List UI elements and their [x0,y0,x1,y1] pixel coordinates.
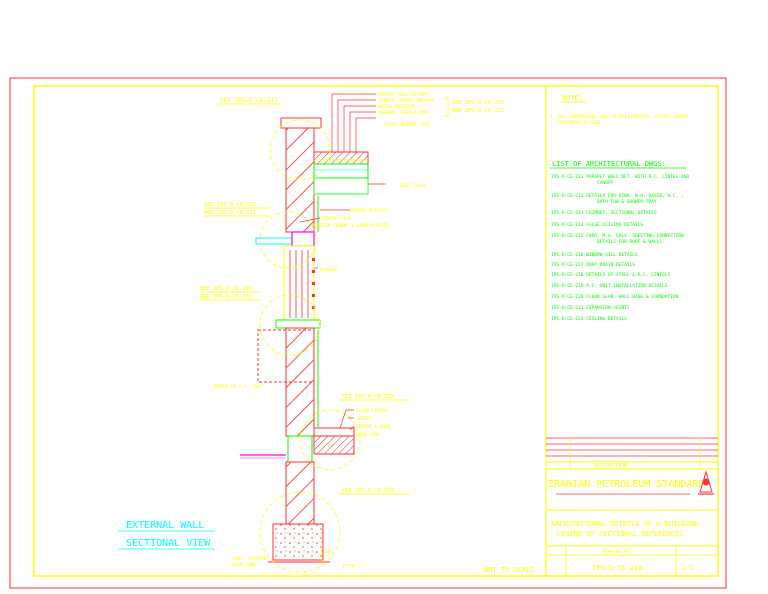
callout-floor-layer-2: SCREED [356,416,372,422]
callout-floor-layer-4: HARD CORE [356,432,380,438]
callout-lintel-ref-1: SEE IPS-D-CE-216 [204,202,256,208]
list-item: IPS-D-CE-221 EXPANSION JOINTS [551,305,630,311]
list-item: IPS-D-CE-212 DETAILS FOR SINK, W.H. BASI… [551,193,684,199]
callout-plaster-1: GYPSUM PLASTER [350,208,387,214]
window-canopy [255,237,297,245]
lintel [291,231,315,247]
callout-plaster-3: PLASTER CEMENT & SAND PLASTER [312,223,389,229]
callout-foundation-1: CONC. FOOTING [232,556,268,562]
callout-lintel-ref-2: AND IPS-D-CE-217 [204,210,256,216]
window-frame [283,245,315,323]
drawing-no-label: DRAWING NO. [602,549,632,555]
callout-floor-layer-1: FLOOR FINISH [356,408,388,414]
detail-circle-roof [269,119,331,181]
drawing-title-line-2: SECTIONAL VIEW [126,538,211,549]
floor-hardcore [313,435,355,455]
scale-note: NOT TO SCALE [484,566,535,574]
sheet-title-line-1: ARCHITECTURAL DETAILS OF A BUILDING [551,520,699,528]
drawing-title-line-1: EXTERNAL WALL [126,520,204,531]
callout-foundation-ref: SEE IPS-D-CE-220 [342,488,394,494]
callout-roof-slab: ROOF SLAB [400,183,425,189]
note-heading: NOTE: [562,94,583,102]
callout-ceiling: DEPTH OF A.C. DUCT [214,384,264,390]
callout-foundation-2: LEAN CONC. [232,562,260,568]
callout-roof-ref-1: SEE IPS-D-CE-210 [452,100,504,106]
detail-circle-sill [259,294,321,356]
outer-sheet-border [9,77,727,589]
list-item: IPS-D-CE-216 WINDOW SILL DETAILS [551,252,638,258]
detail-circle-lintel [259,211,317,269]
list-item: DETAILS FOR ROOF & WALLS [597,239,662,245]
description-label: DESCRIPTION [594,463,627,469]
list-item: IPS-D-CE-219 A.C. UNIT INSTALLATION DETA… [551,283,668,289]
drawing-frame [33,85,719,577]
list-item: IPS-D-CE-222 CEILING DETAILS [551,316,627,322]
wall-section: SEE IPS-D-CE-211 MOSAIC TILE ON BED SCRE… [200,92,504,573]
typ-note: (TYP.) [342,564,361,570]
ips-logo [698,470,714,495]
list-item: IPS-D-CE-215 CORR. M.S. GALV. SHEETING C… [551,233,684,239]
callout-roof-layer-5: LIGHT WEIGHT CONC. [384,122,434,128]
notes-panel: NOTE: 1. ALL DIMENSIONS ARE IN MILLIMETE… [550,94,689,126]
roof-beam [313,177,369,195]
callout-roof-layer-4: THERMAL INSULATION [378,110,428,116]
roof-finish-layers [313,151,369,165]
callout-floor-ref: SEE IPS-D-CE-220 [342,394,394,400]
ac-duct-zone [257,329,315,383]
callout-roof-ref-2: AND IPS-D-CE-211 [452,108,504,114]
callout-roof-layer-2: SCREED CEMENT MORTAR [378,98,434,104]
drawings-list-panel: LIST OF ARCHITECTURAL DWGS: IPS-D-CE-211… [550,160,689,322]
upper-brick-wall [285,127,315,233]
callout-window: WINDOW [320,267,337,273]
detail-circle-floor [299,409,361,471]
dimension-text: 10 [325,549,331,555]
list-item: IPS-D-CE-218 DETAILS OF STEEL & R.C. LIN… [551,272,670,278]
list-item: CANOPY [597,180,614,186]
drawing-number: IPS-D-CE-210 [592,564,643,572]
list-item: IPS-D-CE-211 PARAPET WALL DET. WITH R.C.… [551,174,689,180]
callout-roof-layer-3: WATER PROOFING [378,104,417,110]
callout-sill-ref-2: AND IPS-D-CE-218 [200,294,252,300]
list-item: IPS-D-CE-217 ROOF DRAIN DETAILS [551,262,635,268]
list-item: IPS-D-CE-213 CHIMNEY, SECTIONAL DETAILS [551,210,657,216]
list-item: IPS-D-CE-220 FLOOR SLAB, WALL BASE & FOU… [551,294,679,300]
callout-top-ref: SEE IPS-D-CE-211 [220,97,278,104]
callout-floor-layer-3: CEMENT & SAND [356,424,391,430]
note-line-2: OTHERWISE STATED. [556,120,603,126]
callout-sill-ref-1: SEE IPS-D-CE-216 [200,286,252,292]
callout-roof-layer-1: MOSAIC TILE ON BED [378,92,428,98]
detail-circle-foundation [259,491,341,573]
title-block: DESCRIPTION IRANIAN PETROLEUM STANDARDS … [546,437,718,576]
note-line-1: 1. ALL DIMENSIONS ARE IN MILLIMETERS, EX… [550,114,689,120]
list-heading: LIST OF ARCHITECTURAL DWGS: [552,160,666,168]
sheet-number: 1/1 [681,564,694,572]
window-sill [275,319,321,329]
list-item: IPS-D-CE-214 FALSE CEILING DETAILS [551,222,643,228]
concrete-footing [272,523,324,561]
list-item: BATH TUB & SHOWER TRAY [597,199,657,205]
floor-finish [313,427,355,437]
callout-plaster-2: FINISH TILE [322,216,351,222]
sheet-title-line-2: LEGEND OF SECTIONAL REFERENCES [557,530,683,538]
roof-slab [313,163,369,179]
organization-name: IRANIAN PETROLEUM STANDARDS [548,479,711,490]
